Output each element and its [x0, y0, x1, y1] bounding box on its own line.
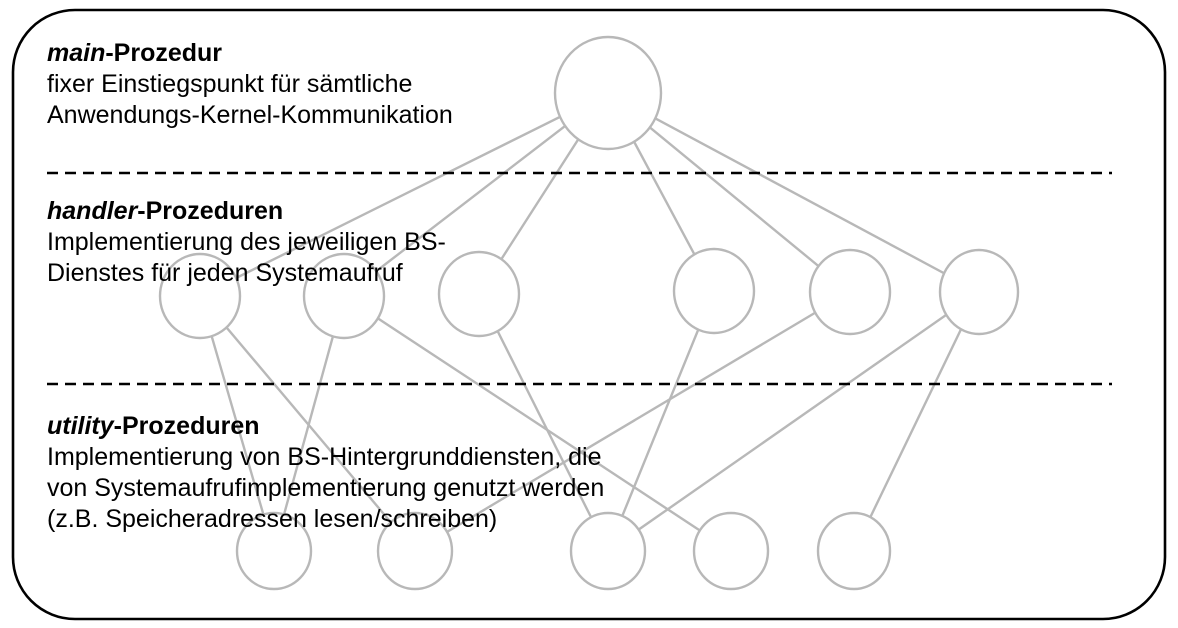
node-utility-3 [569, 511, 647, 591]
edge-handler-6-utility-5 [852, 291, 981, 552]
node-utility-2 [376, 511, 454, 591]
edge-handler-6-utility-3 [607, 291, 980, 552]
handler-suffix: -Prozeduren [137, 197, 284, 225]
edge-handler-2-utility-4 [343, 294, 732, 553]
utility-desc-line: Implementierung von BS-Hintergrunddienst… [47, 443, 602, 471]
main-prozedur-title: main-Prozedur [47, 38, 453, 69]
node-handler-4 [672, 247, 756, 335]
handler-desc-line: Implementierung des jeweiligen BS- [47, 228, 446, 256]
utility-term: utility [47, 412, 114, 440]
utility-suffix: -Prozeduren [113, 412, 260, 440]
node-handler-3 [437, 250, 521, 338]
node-utility-1 [235, 511, 313, 591]
label-main-prozedur: main-Prozedur fixer Einstiegspunkt für s… [47, 38, 453, 131]
main-desc-line: Anwendungs-Kernel-Kommunikation [47, 101, 453, 129]
edge-handler-1-utility-1 [198, 295, 276, 552]
edge-main-handler-1 [199, 91, 609, 298]
node-utility-4 [692, 511, 770, 591]
node-handler-2 [302, 252, 386, 340]
figure-frame [11, 8, 1167, 621]
edge-handler-5-utility-2 [414, 290, 851, 553]
node-utility-5 [816, 511, 892, 591]
edge-handler-3-utility-3 [477, 293, 610, 552]
utility-desc-line: (z.B. Speicheradressen lesen/schreiben) [47, 505, 498, 533]
edge-main-handler-2 [343, 92, 609, 297]
utility-desc-line: von Systemaufrufimplementierung genutzt … [47, 474, 605, 502]
edge-handler-2-utility-1 [272, 295, 346, 552]
edge-handler-4-utility-3 [606, 290, 716, 552]
node-handler-1 [158, 252, 242, 340]
main-suffix: -Prozedur [105, 39, 223, 67]
main-desc-line: fixer Einstiegspunkt für sämtliche [47, 70, 413, 98]
node-handler-6 [938, 248, 1020, 336]
label-utility-prozeduren: utility-Prozeduren Implementierung von B… [47, 411, 604, 535]
handler-prozeduren-title: handler-Prozeduren [47, 196, 446, 227]
handler-term: handler [47, 197, 138, 225]
node-handler-5 [808, 248, 892, 336]
edge-main-handler-6 [607, 91, 980, 294]
edge-handler-1-utility-2 [199, 295, 416, 552]
label-handler-prozeduren: handler-Prozeduren Implementierung des j… [47, 196, 446, 289]
handler-desc-line: Dienstes für jeden Systemaufruf [47, 259, 403, 287]
utility-prozeduren-title: utility-Prozeduren [47, 411, 604, 442]
main-term: main [47, 39, 106, 67]
node-main [553, 35, 663, 151]
